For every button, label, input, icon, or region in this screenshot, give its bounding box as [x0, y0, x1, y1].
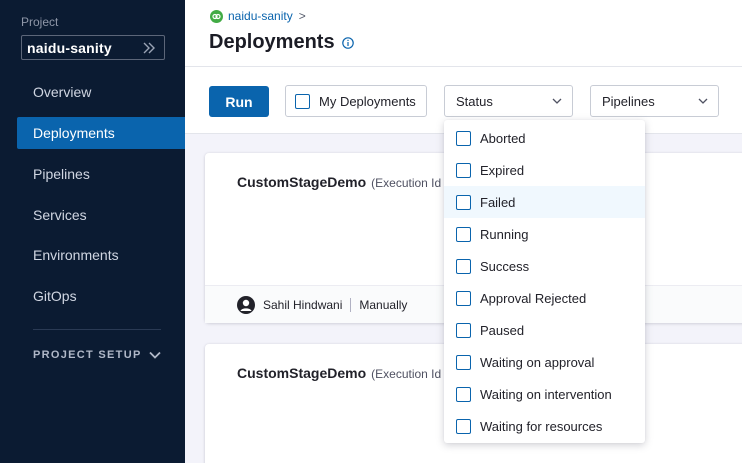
- status-option-running[interactable]: Running: [444, 218, 645, 250]
- breadcrumb-project-link[interactable]: naidu-sanity: [228, 9, 293, 23]
- chevron-down-icon: [149, 351, 161, 359]
- project-setup-label: PROJECT SETUP: [33, 349, 142, 361]
- sidebar-item-label: Deployments: [33, 125, 115, 141]
- run-button[interactable]: Run: [209, 86, 269, 117]
- pipeline-name[interactable]: CustomStageDemo: [237, 365, 366, 381]
- option-label: Aborted: [480, 131, 526, 146]
- info-icon[interactable]: [342, 37, 354, 49]
- status-option-waiting-for-resources[interactable]: Waiting for resources: [444, 410, 645, 442]
- avatar-icon: [237, 296, 255, 314]
- sidebar-item-environments[interactable]: Environments: [17, 239, 185, 271]
- checkbox-icon: [295, 94, 310, 109]
- status-option-aborted[interactable]: Aborted: [444, 122, 645, 154]
- sidebar-item-label: Services: [33, 207, 87, 223]
- sidebar-item-pipelines[interactable]: Pipelines: [17, 158, 185, 190]
- sidebar-item-gitops[interactable]: GitOps: [17, 280, 185, 312]
- option-label: Paused: [480, 323, 524, 338]
- status-option-paused[interactable]: Paused: [444, 314, 645, 346]
- checkbox-icon[interactable]: [456, 355, 471, 370]
- status-dropdown-menu: Aborted Expired Failed Running Success A…: [444, 120, 645, 443]
- option-label: Success: [480, 259, 529, 274]
- status-option-waiting-on-intervention[interactable]: Waiting on intervention: [444, 378, 645, 410]
- checkbox-icon[interactable]: [456, 291, 471, 306]
- status-option-success[interactable]: Success: [444, 250, 645, 282]
- sidebar-item-label: Pipelines: [33, 166, 90, 182]
- option-label: Waiting for resources: [480, 419, 602, 434]
- status-option-expired[interactable]: Expired: [444, 154, 645, 186]
- trigger-type: Manually: [359, 298, 407, 312]
- page-header: naidu-sanity > Deployments: [185, 0, 742, 67]
- footer-divider: [350, 298, 351, 312]
- triggered-by-user: Sahil Hindwani: [263, 298, 342, 312]
- status-select-label: Status: [456, 94, 493, 109]
- pipeline-name[interactable]: CustomStageDemo: [237, 174, 366, 190]
- checkbox-icon[interactable]: [456, 259, 471, 274]
- checkbox-icon[interactable]: [456, 195, 471, 210]
- sidebar-item-label: Environments: [33, 247, 119, 263]
- option-label: Waiting on intervention: [480, 387, 612, 402]
- my-deployments-label: My Deployments: [319, 94, 416, 109]
- option-label: Expired: [480, 163, 524, 178]
- checkbox-icon[interactable]: [456, 419, 471, 434]
- pipelines-select-label: Pipelines: [602, 94, 655, 109]
- execution-id: (Execution Id: [371, 367, 441, 381]
- execution-title: CustomStageDemo (Execution Id: [237, 365, 441, 381]
- sidebar-item-overview[interactable]: Overview: [17, 76, 185, 108]
- status-option-failed[interactable]: Failed: [444, 186, 645, 218]
- checkbox-icon[interactable]: [456, 323, 471, 338]
- project-name: naidu-sanity: [27, 40, 112, 56]
- status-option-approval-rejected[interactable]: Approval Rejected: [444, 282, 645, 314]
- sidebar-item-label: GitOps: [33, 288, 77, 304]
- double-chevron-right-icon: [142, 42, 156, 54]
- sidebar: Project naidu-sanity Overview Deployment…: [0, 0, 185, 463]
- chevron-down-icon: [552, 98, 562, 104]
- checkbox-icon[interactable]: [456, 131, 471, 146]
- status-option-waiting-on-approval[interactable]: Waiting on approval: [444, 346, 645, 378]
- execution-title: CustomStageDemo (Execution Id: [237, 174, 441, 190]
- execution-id: (Execution Id: [371, 176, 441, 190]
- option-label: Failed: [480, 195, 515, 210]
- project-icon: [210, 10, 223, 23]
- checkbox-icon[interactable]: [456, 227, 471, 242]
- status-select[interactable]: Status: [444, 85, 573, 117]
- option-label: Waiting on approval: [480, 355, 594, 370]
- project-label: Project: [21, 15, 58, 29]
- breadcrumb[interactable]: naidu-sanity >: [210, 9, 306, 23]
- sidebar-item-deployments[interactable]: Deployments: [17, 117, 185, 149]
- sidebar-item-label: Overview: [33, 84, 91, 100]
- chevron-down-icon: [698, 98, 708, 104]
- option-label: Approval Rejected: [480, 291, 586, 306]
- my-deployments-checkbox[interactable]: My Deployments: [285, 85, 427, 117]
- pipelines-select[interactable]: Pipelines: [590, 85, 719, 117]
- sidebar-item-services[interactable]: Services: [17, 199, 185, 231]
- sidebar-divider: [33, 329, 161, 330]
- breadcrumb-separator: >: [299, 9, 306, 23]
- option-label: Running: [480, 227, 528, 242]
- checkbox-icon[interactable]: [456, 387, 471, 402]
- checkbox-icon[interactable]: [456, 163, 471, 178]
- page-title: Deployments: [209, 31, 335, 54]
- project-selector[interactable]: naidu-sanity: [21, 35, 165, 60]
- project-setup-toggle[interactable]: PROJECT SETUP: [33, 349, 161, 361]
